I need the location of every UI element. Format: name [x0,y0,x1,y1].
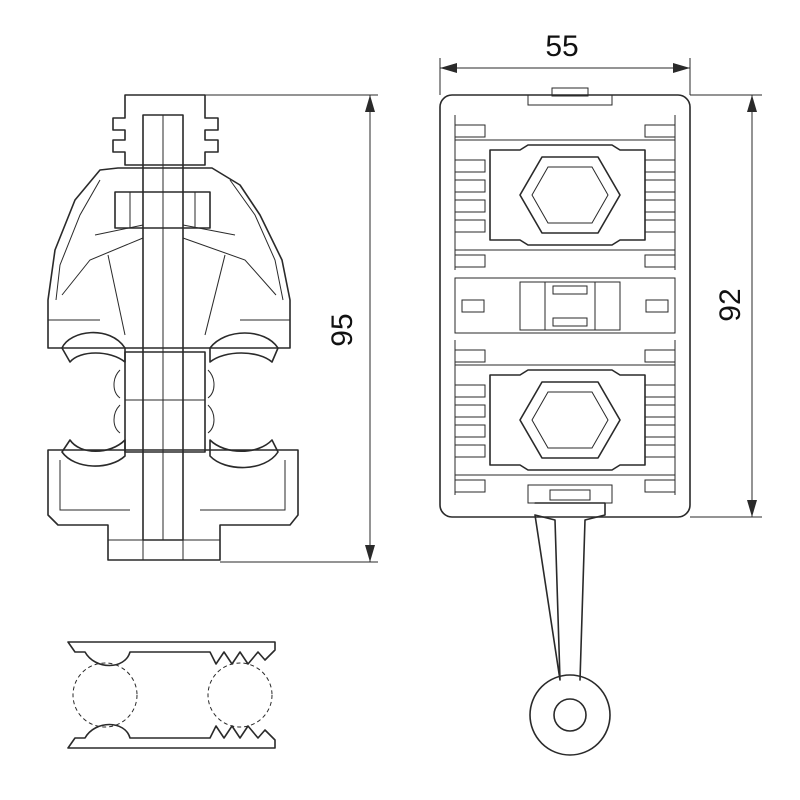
end-cap-hole [553,698,587,732]
upper-block [454,115,676,270]
lower-housing [47,449,299,561]
conductor-left-circle [72,662,138,728]
dimension-label-95: 95 [326,313,359,346]
center-spacer [124,351,206,453]
lower-block [454,340,676,495]
upper-jaw-right [209,332,279,363]
lower-hex-nut-outer [519,381,621,459]
lower-jaw-left [61,439,126,467]
upper-hex-nut-outer [519,156,621,234]
bolt-head [112,94,219,166]
nut [114,191,211,229]
front-view [439,87,691,756]
cross-section-view [67,641,276,749]
middle-band [454,277,676,334]
side-view [47,94,299,561]
cross-section-top-plate [67,641,276,667]
dimension-label-55: 55 [545,30,578,63]
upper-housing [47,167,291,349]
dimension-92: 92 [690,94,762,518]
conductor-right-circle [207,662,273,728]
dimension-55: 55 [439,30,691,95]
cross-section-bottom-plate [67,723,276,749]
end-cap-ring [529,674,611,756]
lower-jaw-right [209,439,279,469]
cap-strap [529,502,611,756]
dimension-label-92: 92 [714,288,747,321]
dimension-95: 95 [205,94,378,563]
front-body [439,94,691,518]
